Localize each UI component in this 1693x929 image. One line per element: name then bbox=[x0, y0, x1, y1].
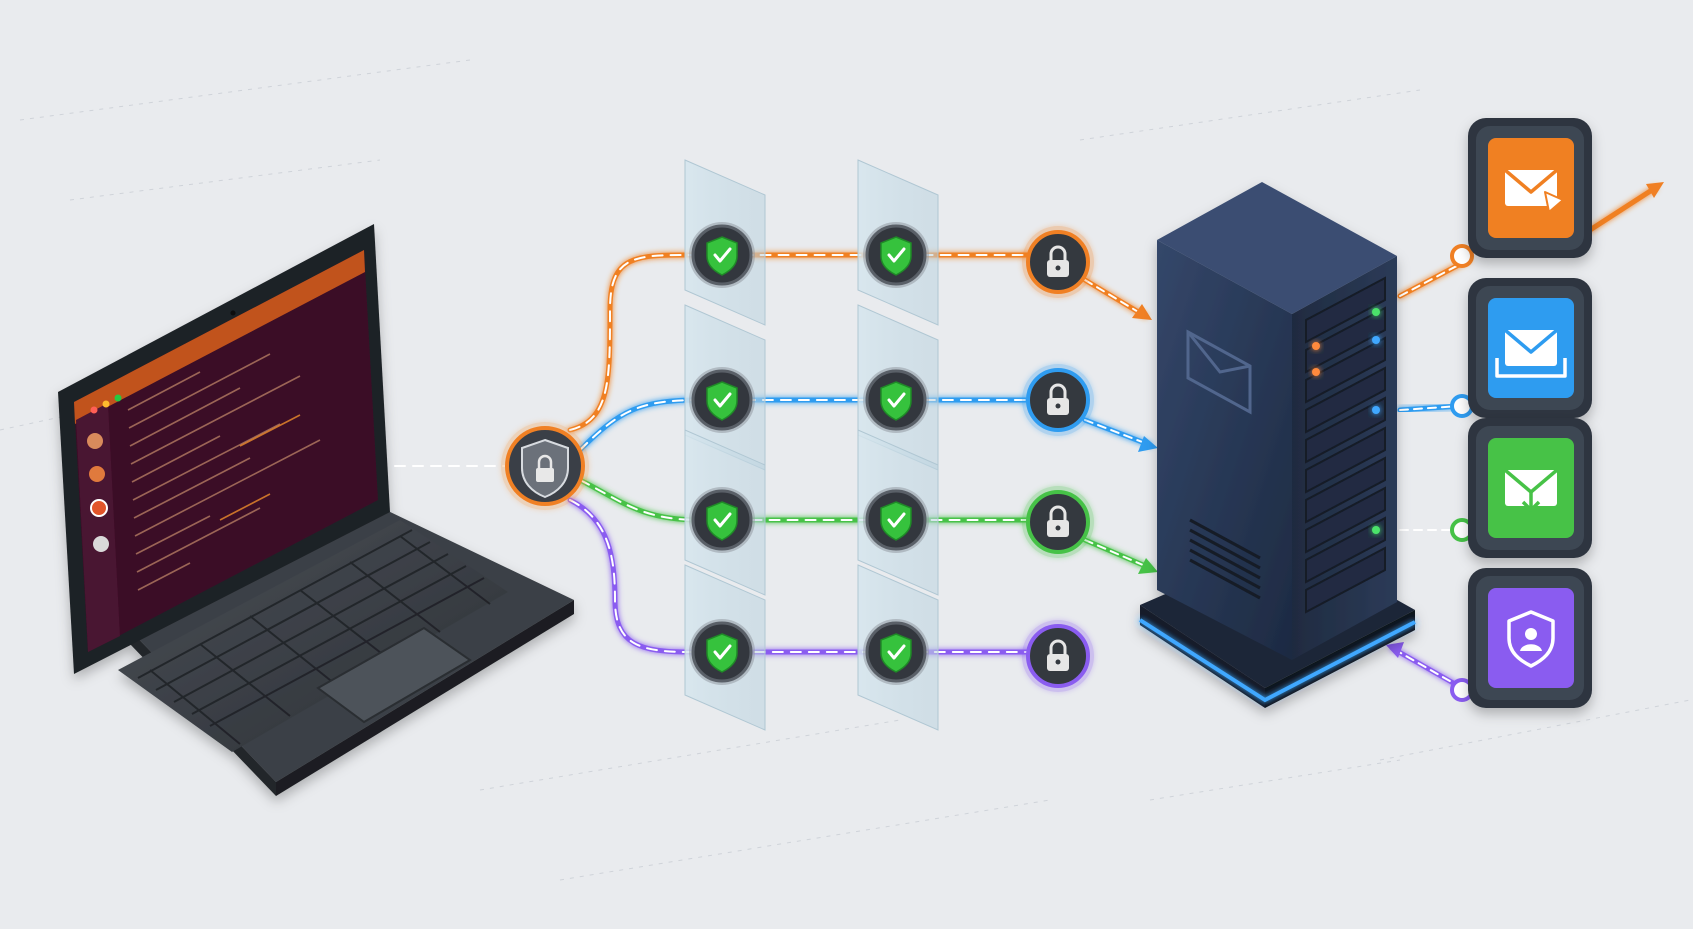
keyboard-keys bbox=[137, 529, 491, 745]
keyboard bbox=[118, 520, 508, 752]
lock-icon bbox=[1047, 245, 1069, 277]
status-led bbox=[1372, 406, 1380, 414]
shield-user-icon bbox=[1507, 610, 1555, 668]
terminal-screen bbox=[74, 250, 378, 652]
status-led bbox=[1372, 336, 1380, 344]
lock-node-purple bbox=[1022, 620, 1094, 692]
orange-path bbox=[567, 252, 1043, 433]
touchpad bbox=[316, 626, 472, 724]
laptop bbox=[58, 224, 574, 796]
lock-node-blue bbox=[1022, 364, 1094, 436]
mail-server bbox=[1138, 182, 1416, 708]
service-tile-green bbox=[1468, 418, 1592, 558]
shield-check-icon bbox=[880, 501, 912, 541]
shield-check-icon bbox=[880, 236, 912, 276]
mail-download-icon bbox=[1503, 468, 1559, 512]
connection-lines bbox=[392, 185, 1658, 691]
status-led bbox=[1312, 368, 1320, 376]
mail-inbox-icon bbox=[1495, 328, 1567, 378]
status-led bbox=[1312, 342, 1320, 350]
firewall-check-node bbox=[689, 487, 755, 553]
ubuntu-icon bbox=[90, 499, 108, 517]
maximize-dot-icon bbox=[114, 394, 122, 402]
service-tiles bbox=[1468, 118, 1592, 708]
server-glow bbox=[1138, 618, 1416, 703]
shield-check-icon bbox=[880, 381, 912, 421]
purple-service-line bbox=[1389, 645, 1465, 691]
firewall-check-node bbox=[863, 222, 929, 288]
terminal-lines bbox=[127, 353, 321, 591]
service-tile-orange bbox=[1468, 118, 1592, 258]
firewall-check-node bbox=[863, 619, 929, 685]
terminal-titlebar bbox=[74, 250, 365, 424]
lock-nodes bbox=[1022, 226, 1094, 692]
shield-check-icon bbox=[706, 381, 738, 421]
ubuntu-dock bbox=[76, 403, 120, 652]
webcam bbox=[230, 310, 236, 316]
lock-node-orange bbox=[1022, 226, 1094, 298]
server-top bbox=[1157, 182, 1397, 314]
service-tile-blue bbox=[1468, 278, 1592, 418]
server-vent bbox=[1189, 518, 1261, 600]
app-icon bbox=[93, 536, 109, 552]
firewall-check-node bbox=[863, 487, 929, 553]
blue-path bbox=[577, 397, 1043, 453]
shield-check-icon bbox=[880, 633, 912, 673]
lock-node-green bbox=[1022, 486, 1094, 558]
server-bays bbox=[1305, 276, 1386, 614]
close-dot-icon bbox=[90, 406, 98, 414]
lock-icon bbox=[1047, 639, 1069, 671]
service-tile-purple bbox=[1468, 568, 1592, 708]
firewall-check-node bbox=[689, 222, 755, 288]
server-front bbox=[1157, 240, 1292, 660]
minimize-dot-icon bbox=[102, 400, 110, 408]
purple-path bbox=[567, 497, 1043, 655]
status-led bbox=[1372, 308, 1380, 316]
shield-lock-hub bbox=[501, 422, 589, 510]
check-nodes bbox=[689, 222, 929, 685]
lock-icon bbox=[1047, 383, 1069, 415]
lock-icon bbox=[1047, 505, 1069, 537]
outgoing-arrow bbox=[1587, 185, 1658, 233]
mail-envelope-icon bbox=[1186, 329, 1252, 415]
shield-check-icon bbox=[706, 501, 738, 541]
firewall-check-node bbox=[689, 367, 755, 433]
status-led bbox=[1372, 526, 1380, 534]
shield-check-icon bbox=[706, 633, 738, 673]
files-icon bbox=[89, 466, 105, 482]
connector-dot bbox=[1450, 244, 1474, 268]
folder-icon bbox=[87, 433, 103, 449]
firewall-check-node bbox=[689, 619, 755, 685]
mail-send-icon bbox=[1503, 168, 1564, 213]
arrow-heads bbox=[1132, 182, 1664, 658]
shield-check-icon bbox=[706, 236, 738, 276]
firewall-check-node bbox=[863, 367, 929, 433]
